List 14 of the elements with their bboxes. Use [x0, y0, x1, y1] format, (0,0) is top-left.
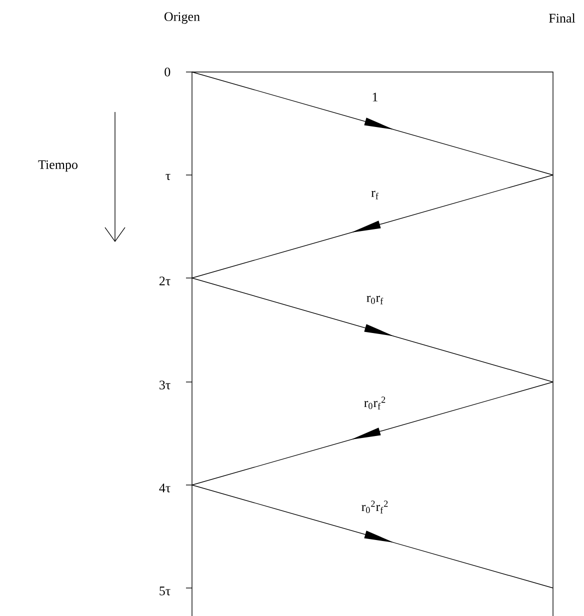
amplitude-label: r$_{f}$: [371, 190, 378, 200]
axis-label: Tiempo: [38, 160, 78, 172]
time-label: 3τ: [160, 380, 170, 390]
time-label: 4τ: [159, 484, 170, 492]
amplitude-label: 1: [372, 92, 378, 102]
time-label: 0: [164, 68, 170, 76]
time-label: 2τ: [160, 276, 170, 286]
column-heading: Final: [549, 13, 576, 23]
amplitude-label: r$_{0}$$^{2}$r$_{f}$2: [362, 500, 388, 514]
column-heading: Origen: [164, 12, 200, 24]
time-label: 5τ: [160, 586, 170, 596]
amplitude-label: r$_{0}$r$_{f}$2: [364, 396, 386, 410]
time-label: τ: [166, 174, 170, 180]
amplitude-label: r$_{0}$r$_{f}$: [366, 296, 384, 304]
